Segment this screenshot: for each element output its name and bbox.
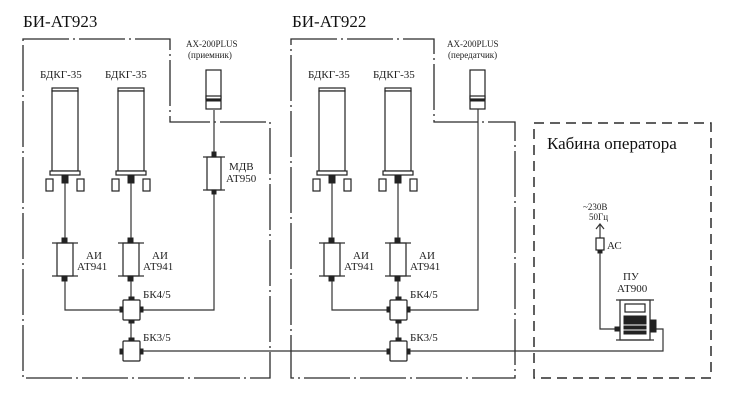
control-panel: ПУ АТ900 <box>614 271 657 341</box>
module-line1: МДВ <box>229 161 254 173</box>
amp-line1: АИ <box>419 250 435 262</box>
detector-label: БДКГ-35 <box>105 69 147 81</box>
box-label: БК3/5 <box>410 332 438 344</box>
block1-detector-2: БДКГ-35 <box>105 69 151 192</box>
amp-line2: АТ941 <box>77 261 107 273</box>
block1-radio-receiver: AX-200PLUS (приемник) <box>186 39 238 110</box>
block1-title: БИ-АТ923 <box>23 12 97 31</box>
amp-line1: АИ <box>353 250 369 262</box>
adapter-label: АС <box>607 240 622 252</box>
amp-line2: АТ941 <box>143 261 173 273</box>
power-voltage: ~230В <box>583 202 607 212</box>
block2-frame <box>290 38 516 379</box>
block1-amplifier-1: АИ АТ941 <box>52 237 107 282</box>
amp-line2: АТ941 <box>344 261 374 273</box>
radio-role: (приемник) <box>188 50 232 60</box>
amp-line1: АИ <box>86 250 102 262</box>
module-line2: АТ950 <box>226 173 257 185</box>
block1-detector-1: БДКГ-35 <box>40 69 85 192</box>
block2-amplifier-2: АИ АТ941 <box>385 237 440 282</box>
box-label: БК4/5 <box>143 289 171 301</box>
amp-line2: АТ941 <box>410 261 440 273</box>
block2-box-bk45: БК4/5 <box>386 289 438 324</box>
cabin-frame <box>533 122 712 379</box>
radio-model: AX-200PLUS <box>447 39 499 49</box>
block1-frame <box>22 38 271 379</box>
amp-line1: АИ <box>152 250 168 262</box>
bus-line-to-cabin <box>410 328 664 352</box>
block1-amplifier-2: АИ АТ941 <box>118 237 173 282</box>
detector-label: БДКГ-35 <box>308 69 350 81</box>
block2-title: БИ-АТ922 <box>292 12 366 31</box>
block2-detector-2: БДКГ-35 <box>373 69 418 192</box>
panel-line2: АТ900 <box>617 283 648 295</box>
box-label: БК3/5 <box>143 332 171 344</box>
power-frequency: 50Гц <box>589 212 608 222</box>
block1-module-mdv: МДВ АТ950 <box>203 151 257 195</box>
block1-box-bk45: БК4/5 <box>119 289 171 324</box>
panel-line1: ПУ <box>623 271 639 283</box>
cabin-title: Кабина оператора <box>547 134 677 153</box>
block2-detector-1: БДКГ-35 <box>308 69 352 192</box>
detector-label: БДКГ-35 <box>373 69 415 81</box>
block2-amplifier-1: АИ АТ941 <box>319 237 374 282</box>
block2-radio-transmitter: AX-200PLUS (передатчик) <box>447 39 499 110</box>
box-label: БК4/5 <box>410 289 438 301</box>
detector-label: БДКГ-35 <box>40 69 82 81</box>
radio-role: (передатчик) <box>448 50 497 60</box>
block2-box-bk35: БК3/5 <box>386 332 438 362</box>
power-adapter: ~230В 50Гц АС <box>583 202 622 254</box>
radio-model: AX-200PLUS <box>186 39 238 49</box>
block1-box-bk35: БК3/5 <box>119 332 171 362</box>
arrow-up-icon <box>595 223 605 230</box>
